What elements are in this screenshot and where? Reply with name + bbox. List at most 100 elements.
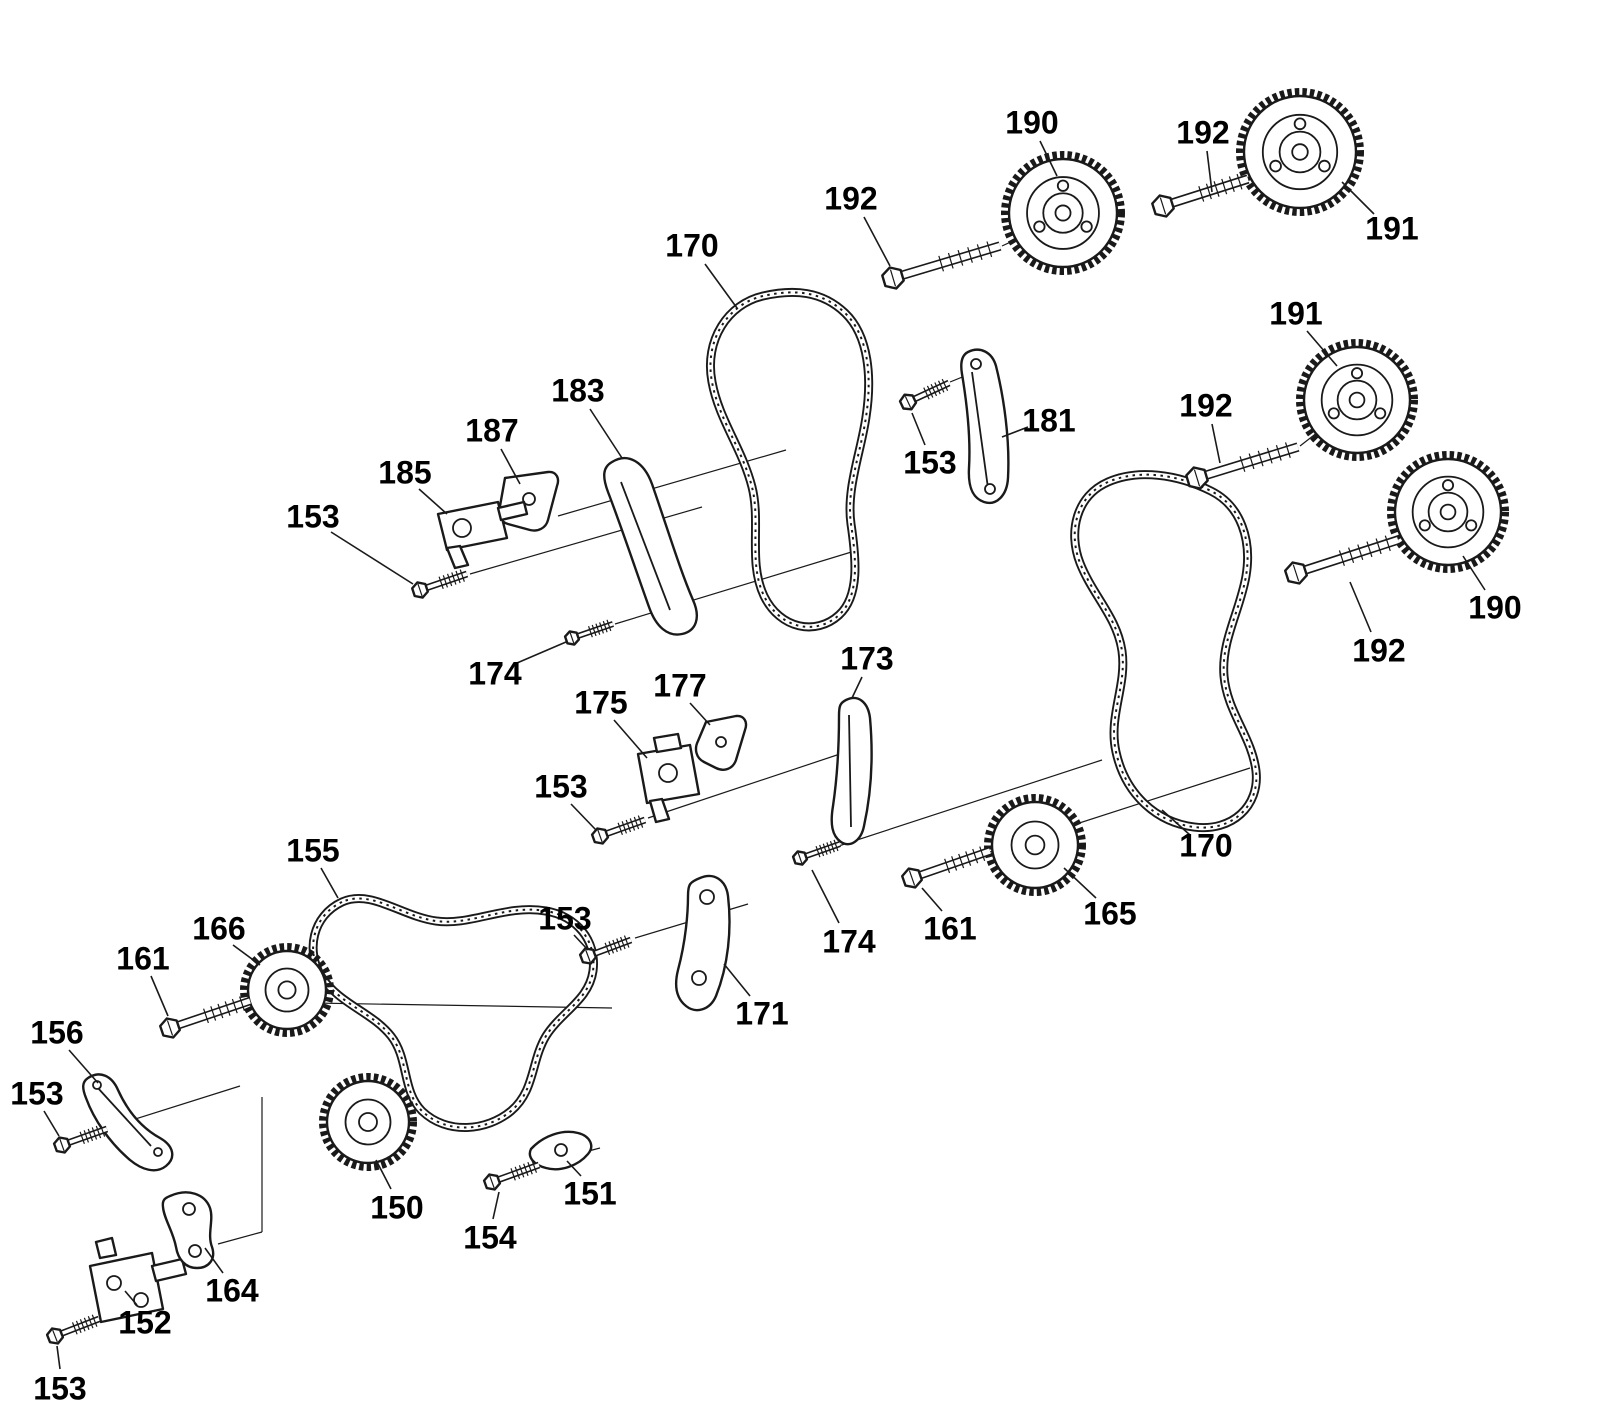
callout-173: 173: [840, 641, 894, 699]
part-number-label: 153: [286, 499, 339, 535]
part-number-label: 174: [468, 656, 522, 692]
part-number-label: 190: [1468, 590, 1521, 626]
callout-leader-line: [500, 448, 521, 485]
stud-174-b: [791, 839, 841, 866]
camshaft-actuator-191-top-right: [1236, 88, 1364, 216]
callout-177: 177: [653, 668, 711, 726]
callout-153: 153: [903, 412, 957, 481]
callout-170: 170: [1161, 809, 1233, 864]
part-number-label: 177: [653, 668, 706, 704]
callout-150: 150: [370, 1159, 424, 1226]
callout-leader-line: [589, 408, 623, 459]
callout-leader-line: [43, 1110, 60, 1137]
chain-tensioner-152: [88, 1236, 188, 1324]
callout-leader-line: [1306, 330, 1338, 367]
camshaft-actuator-190-top: [1001, 151, 1125, 275]
part-number-label: 192: [1176, 115, 1229, 151]
callout-174: 174: [811, 869, 876, 960]
assembly-axis-line: [647, 751, 847, 819]
part-number-label: 155: [286, 833, 339, 869]
bolt-154: [482, 1160, 541, 1191]
part-number-label: 170: [1179, 828, 1232, 864]
part-number-label: 175: [574, 685, 627, 721]
part-number-label: 192: [1352, 633, 1405, 669]
callout-leader-line: [1462, 555, 1486, 591]
callout-leader-line: [320, 867, 339, 899]
part-number-label: 171: [735, 996, 788, 1032]
callout-183: 183: [551, 373, 623, 459]
callout-leader-line: [566, 1160, 582, 1177]
callout-161: 161: [921, 887, 977, 947]
part-number-label: 190: [1005, 105, 1058, 141]
camshaft-bolt-192-a: [881, 241, 1002, 290]
part-number-label: 165: [1083, 896, 1136, 932]
callout-leader-line: [573, 934, 589, 951]
part-number-label: 166: [192, 911, 245, 947]
part-number-label: 153: [538, 901, 591, 937]
callout-leader-line: [330, 531, 414, 585]
callout-leader-line: [1039, 140, 1058, 177]
callout-190: 190: [1462, 555, 1522, 626]
bolt-153-e: [52, 1124, 109, 1154]
callout-185: 185: [378, 455, 448, 515]
timing-chain-170-right: [1070, 470, 1261, 833]
camshaft-actuator-191-right: [1296, 339, 1418, 461]
part-number-label: 152: [118, 1305, 171, 1341]
callout-leader-line: [1211, 423, 1221, 464]
callout-leader-line: [704, 263, 738, 309]
idler-sprocket-166: [240, 943, 334, 1037]
callout-leader-line: [570, 803, 597, 831]
camshaft-bolt-192-b: [1151, 173, 1250, 218]
timing-chain-170-top: [706, 287, 874, 632]
callout-171: 171: [723, 963, 789, 1032]
callout-153: 153: [286, 499, 414, 585]
chain-guide-173: [830, 696, 873, 846]
chain-guide-183: [603, 456, 698, 636]
callout-191: 191: [1269, 296, 1338, 367]
callout-leader-line: [232, 944, 261, 966]
callout-156: 156: [30, 1015, 99, 1084]
part-number-label: 187: [465, 413, 518, 449]
callout-191: 191: [1341, 181, 1419, 247]
callout-leader-line: [723, 963, 751, 997]
bolt-161-b: [901, 846, 992, 889]
part-number-label: 191: [1365, 211, 1418, 247]
callout-leader-line: [516, 641, 567, 664]
bolt-153-d: [578, 935, 633, 965]
camshaft-actuator-190-lower-right: [1387, 451, 1509, 573]
stud-174-a: [563, 619, 614, 646]
bolt-153-f: [45, 1314, 101, 1345]
callout-192: 192: [1349, 581, 1406, 669]
part-number-label: 185: [378, 455, 431, 491]
callout-leader-line: [1349, 581, 1372, 633]
callout-leader-line: [911, 412, 926, 446]
callout-153: 153: [33, 1345, 87, 1407]
bolt-153-b: [898, 378, 951, 411]
callout-192: 192: [1176, 115, 1230, 193]
callout-leader-line: [375, 1159, 392, 1190]
crankshaft-sprocket-150: [319, 1073, 417, 1171]
part-number-label: 154: [463, 1220, 517, 1256]
callout-174: 174: [468, 641, 567, 692]
part-number-label: 150: [370, 1190, 423, 1226]
callout-leader-line: [689, 702, 711, 726]
timing-chains-layer: [308, 287, 1261, 1132]
callout-154: 154: [463, 1191, 517, 1256]
assembly-axis-line: [217, 1231, 263, 1245]
sprockets-actuators-layer: [240, 88, 1509, 1171]
timing-chain-155-lower: [308, 894, 598, 1132]
camshaft-bolt-192-c: [1185, 442, 1300, 490]
bracket-177: [694, 714, 748, 771]
callout-152: 152: [118, 1290, 172, 1341]
callout-leader-line: [1161, 809, 1191, 836]
part-number-label: 151: [563, 1176, 616, 1212]
part-number-label: 174: [822, 924, 876, 960]
part-number-label: 164: [205, 1273, 259, 1309]
bolt-153-a: [411, 569, 469, 599]
callout-165: 165: [1063, 867, 1137, 932]
plate-164: [161, 1191, 215, 1270]
bolt-153-c: [590, 815, 647, 845]
callout-161: 161: [116, 941, 170, 1017]
